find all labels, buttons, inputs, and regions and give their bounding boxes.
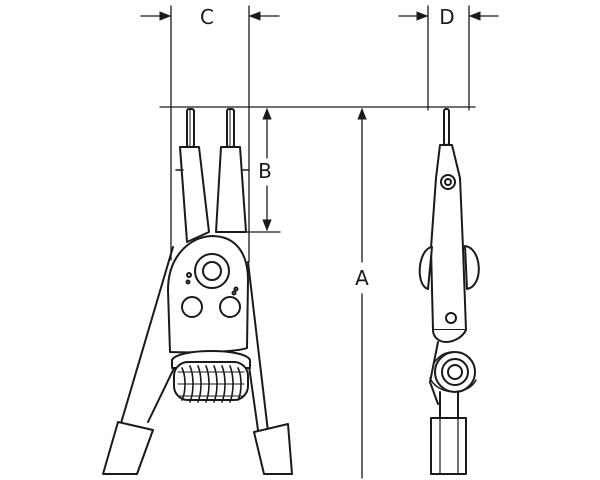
label-d: D bbox=[439, 5, 454, 29]
label-c: C bbox=[200, 5, 214, 29]
left-jaw bbox=[179, 146, 210, 243]
side-spring-coil bbox=[429, 351, 477, 393]
side-handle-grip bbox=[430, 417, 467, 475]
label-b: B bbox=[258, 159, 272, 183]
coil-spring bbox=[171, 350, 251, 403]
side-tip bbox=[443, 108, 450, 146]
left-arm-inner bbox=[147, 359, 179, 423]
pivot-rivet-inner bbox=[202, 261, 222, 281]
right-handle-grip bbox=[253, 423, 293, 475]
side-rivet-bottom bbox=[445, 312, 457, 324]
side-boss-right bbox=[464, 245, 480, 290]
pliers-side-view bbox=[418, 108, 480, 475]
right-arm-inner bbox=[248, 365, 259, 431]
side-boss-left bbox=[418, 246, 433, 290]
label-a: A bbox=[355, 266, 369, 290]
side-jaw-body bbox=[430, 144, 467, 331]
pliers-front-view bbox=[102, 108, 293, 475]
detail-dot-left bbox=[186, 272, 192, 278]
left-handle-grip bbox=[102, 421, 154, 475]
lower-rivet-left bbox=[181, 296, 203, 318]
pliers-tips bbox=[186, 108, 235, 148]
lower-rivet-right bbox=[219, 296, 241, 318]
right-jaw bbox=[215, 146, 247, 233]
